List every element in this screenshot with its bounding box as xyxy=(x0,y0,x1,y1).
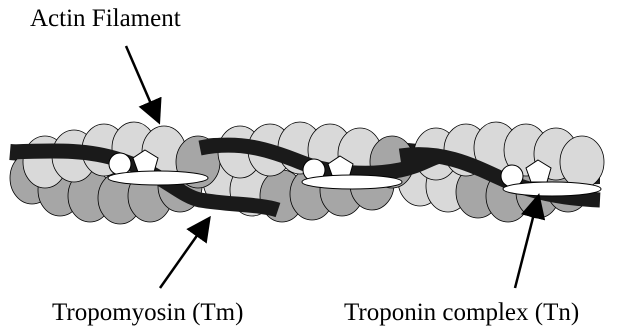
actin-filament-label: Actin Filament xyxy=(30,6,181,31)
tropomyosin-arrow xyxy=(160,220,208,288)
tropomyosin-label: Tropomyosin (Tm) xyxy=(52,300,243,325)
actin-filament-arrow xyxy=(126,46,158,120)
troponin-complex-label: Troponin complex (Tn) xyxy=(344,300,579,325)
